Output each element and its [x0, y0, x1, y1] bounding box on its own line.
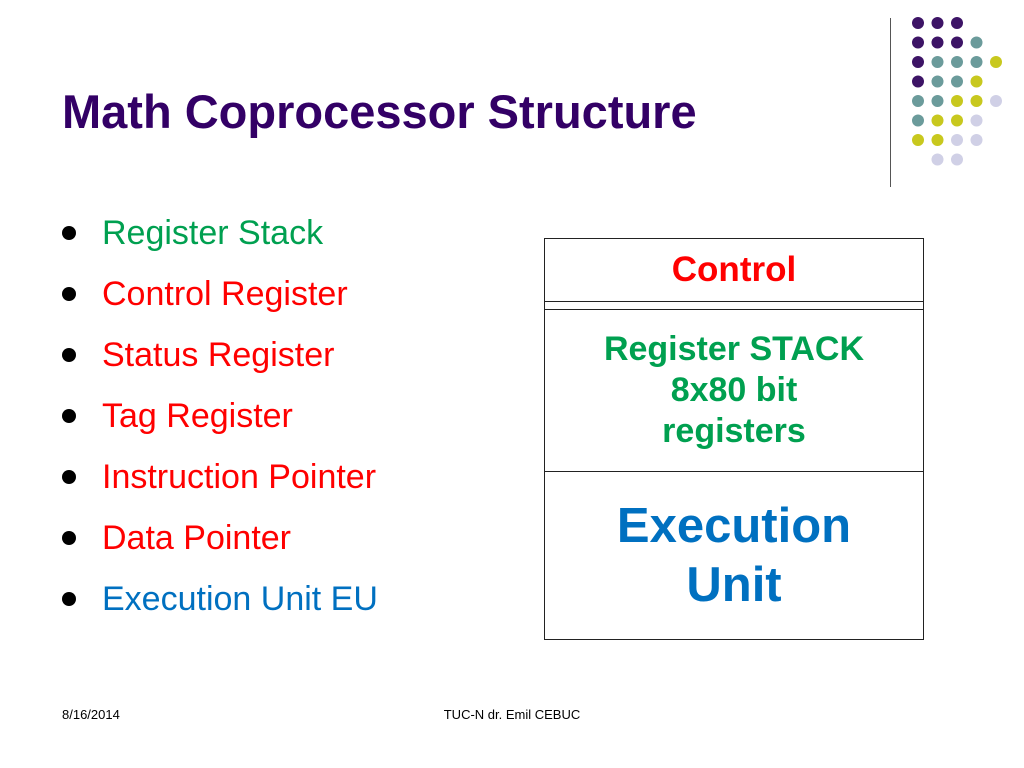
decorative-dot: [931, 75, 944, 88]
decorative-dot: [970, 56, 983, 68]
decorative-dot: [931, 114, 944, 127]
decorative-dot: [912, 134, 924, 146]
bullet-item-register-stack: Register Stack: [62, 202, 378, 263]
register-stack-block: Register STACK 8x80 bit registers: [545, 310, 923, 472]
decorative-dot: [931, 95, 944, 107]
decorative-dot: [951, 95, 963, 107]
decorative-dot: [951, 36, 963, 49]
execution-unit-line-1: Execution: [616, 498, 852, 553]
bullet-dot-icon: [62, 347, 76, 362]
decorative-dot-grid: [912, 17, 1002, 166]
bullet-item-instruction-pointer: Instruction Pointer: [62, 446, 378, 507]
decorative-dot: [931, 36, 944, 49]
decorative-dot: [931, 17, 944, 29]
decorative-dot: [970, 134, 983, 146]
decorative-dot: [990, 56, 1002, 68]
decorative-dot: [970, 36, 983, 49]
bullet-item-status-register: Status Register: [62, 324, 378, 385]
register-stack-line-1: Register STACK: [603, 330, 865, 369]
bullet-item-execution-unit: Execution Unit EU: [62, 568, 378, 629]
execution-unit-block: Execution Unit: [545, 472, 923, 639]
bullet-text: Register Stack: [102, 213, 324, 252]
bullet-dot-icon: [62, 225, 76, 240]
decorative-dot: [970, 114, 983, 127]
bullet-text: Status Register: [102, 335, 335, 374]
decorative-dot: [912, 56, 924, 68]
bullet-text: Control Register: [102, 274, 348, 313]
footer-author: TUC-N dr. Emil CEBUC: [443, 707, 581, 722]
decorative-dot: [912, 17, 924, 29]
register-stack-line-2: 8x80 bit: [670, 371, 798, 410]
control-block-label: Control: [671, 250, 797, 289]
bullet-dot-icon: [62, 408, 76, 423]
bullet-text: Instruction Pointer: [102, 457, 377, 496]
bullet-dot-icon: [62, 591, 76, 606]
coprocessor-block-diagram: Control Register STACK 8x80 bit register…: [544, 238, 924, 640]
decorative-dot: [970, 95, 983, 107]
decorative-dot: [912, 75, 924, 88]
decorative-dot: [951, 56, 963, 68]
execution-unit-line-2: Unit: [686, 557, 782, 612]
bullet-text: Data Pointer: [102, 518, 291, 557]
decorative-dot: [951, 17, 963, 29]
decorative-dot: [912, 95, 924, 107]
decorative-dot: [990, 95, 1002, 107]
slide-title: Math Coprocessor Structure: [62, 85, 697, 138]
decorative-dot: [951, 134, 963, 146]
register-stack-line-3: registers: [662, 411, 806, 450]
bullet-item-data-pointer: Data Pointer: [62, 507, 378, 568]
decorative-dot: [931, 134, 944, 146]
bullet-dot-icon: [62, 469, 76, 484]
bullet-list: Register Stack Control Register Status R…: [62, 202, 378, 629]
bullet-dot-icon: [62, 530, 76, 545]
decorative-dot: [912, 114, 924, 127]
bullet-item-control-register: Control Register: [62, 263, 378, 324]
bullet-dot-icon: [62, 286, 76, 301]
decorative-dot: [931, 153, 944, 166]
bullet-text: Execution Unit EU: [102, 579, 378, 618]
decorative-dot: [912, 36, 924, 49]
control-block: Control: [545, 239, 923, 310]
title-divider-line: [890, 18, 891, 187]
footer-date: 8/16/2014: [62, 707, 120, 722]
bullet-item-tag-register: Tag Register: [62, 385, 378, 446]
decorative-dot: [970, 75, 983, 88]
bullet-text: Tag Register: [102, 396, 293, 435]
decorative-dot: [951, 114, 963, 127]
decorative-dot: [931, 56, 944, 68]
decorative-dot: [951, 75, 963, 88]
decorative-dot: [951, 153, 963, 166]
